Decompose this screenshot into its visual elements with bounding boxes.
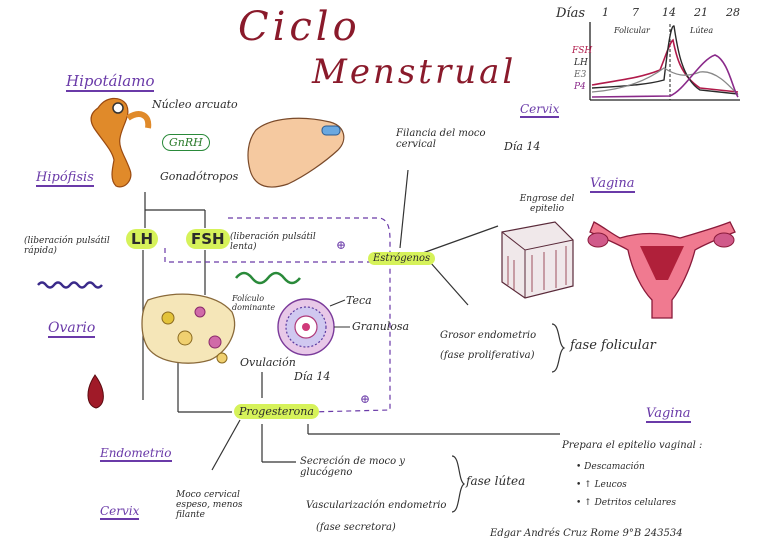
lib-lenta-label: (liberación pulsátil lenta) — [230, 232, 316, 252]
hipotalamo-drawing — [90, 97, 132, 188]
feedback-loop — [228, 217, 391, 413]
endometrio-label: Endometrio — [100, 446, 172, 462]
bullet-detritos-text: Detritos celulares — [594, 498, 676, 508]
plus-sign-2: ⊕ — [360, 392, 371, 406]
grosor-label: Grosor endometrio — [440, 330, 537, 341]
epithelium-drawing — [501, 221, 574, 299]
bullet-descamacion-text: Descamación — [584, 462, 645, 472]
cervix-top-label: Cervix — [520, 102, 560, 118]
blood-drop — [87, 374, 104, 409]
legend-lh: LH — [574, 58, 588, 68]
pulse-slow — [234, 271, 302, 285]
p4-curve — [591, 54, 739, 98]
lh-label: LH — [126, 229, 159, 249]
vascularizacion-label: Vascularización endometrio — [306, 500, 447, 511]
fase-secretora-label: (fase secretora) — [316, 522, 396, 533]
fase-folicular-label: fase folicular — [570, 338, 656, 353]
bullet-leucos: • ↑ Leucos — [576, 480, 627, 490]
bullet-detritos: • ↑ Detritos celulares — [576, 498, 676, 508]
phase-lutea-label: Lútea — [690, 26, 714, 35]
days-label: Días — [556, 6, 586, 21]
engrose-label: Engrose del epitelio — [519, 194, 575, 214]
gonadotropos-label: Gonadótropos — [160, 170, 239, 183]
dia14-cervix-label: Día 14 — [504, 140, 541, 153]
fase-prolif-label: (fase proliferativa) — [440, 350, 535, 361]
vagina-top-label: Vagina — [590, 176, 635, 193]
day-tick-1: 1 — [602, 6, 609, 19]
dia14-ovulacion-label: Día 14 — [294, 370, 331, 383]
progesterona-label: Progesterona — [234, 404, 319, 419]
fase-lutea-label: fase lútea — [466, 474, 526, 488]
folic-dominante-label: Folículo dominante — [232, 294, 276, 312]
pulse-fast — [37, 281, 103, 289]
legend-p4: P4 — [574, 82, 586, 92]
day-tick-7: 7 — [632, 6, 639, 19]
hipofisis-label: Hipófisis — [36, 170, 94, 187]
granulosa-label: Granulosa — [352, 320, 410, 333]
legend-fsh: FSH — [572, 46, 593, 56]
title-line2: Menstrual — [312, 52, 517, 92]
lh-curve — [591, 25, 739, 95]
hand-drawing — [247, 117, 345, 188]
hipotalamo-label: Hipotálamo — [66, 72, 155, 92]
ovulacion-label: Ovulación — [240, 356, 296, 369]
day-tick-21: 21 — [694, 6, 708, 19]
signature: Edgar Andrés Cruz Rome 9°B 243534 — [490, 528, 683, 539]
ovario-label: Ovario — [48, 320, 96, 338]
title-line1: Ciclo — [238, 4, 361, 50]
vagina-bottom-label: Vagina — [646, 406, 691, 423]
bullet-leucos-text: Leucos — [594, 480, 627, 490]
day-tick-14: 14 — [662, 6, 676, 19]
prepara-label: Prepara el epitelio vaginal : — [562, 440, 703, 451]
plus-sign-1: ⊕ — [336, 238, 347, 252]
gnrh-label: GnRH — [162, 134, 210, 151]
lib-rapida-label: (liberación pulsátil rápida) — [24, 236, 110, 256]
day-tick-28: 28 — [726, 6, 740, 19]
filancia-label: Filancia del moco cervical — [396, 128, 486, 150]
bullet-descamacion: • Descamación — [576, 462, 645, 472]
cervix-bottom-label: Cervix — [100, 504, 140, 520]
secrecion-label: Secreción de moco y glucógeno — [300, 456, 405, 478]
estrogenos-label: Estrógenos — [368, 252, 436, 265]
teca-label: Teca — [346, 294, 372, 307]
legend-e3: E3 — [574, 70, 587, 80]
moco-label: Moco cervical espeso, menos filante — [176, 490, 243, 520]
phase-folicular-label: Folicular — [614, 26, 650, 35]
fsh-label: FSH — [186, 229, 230, 249]
nucleo-label: Núcleo arcuato — [152, 98, 238, 111]
e3-curve — [591, 67, 739, 96]
